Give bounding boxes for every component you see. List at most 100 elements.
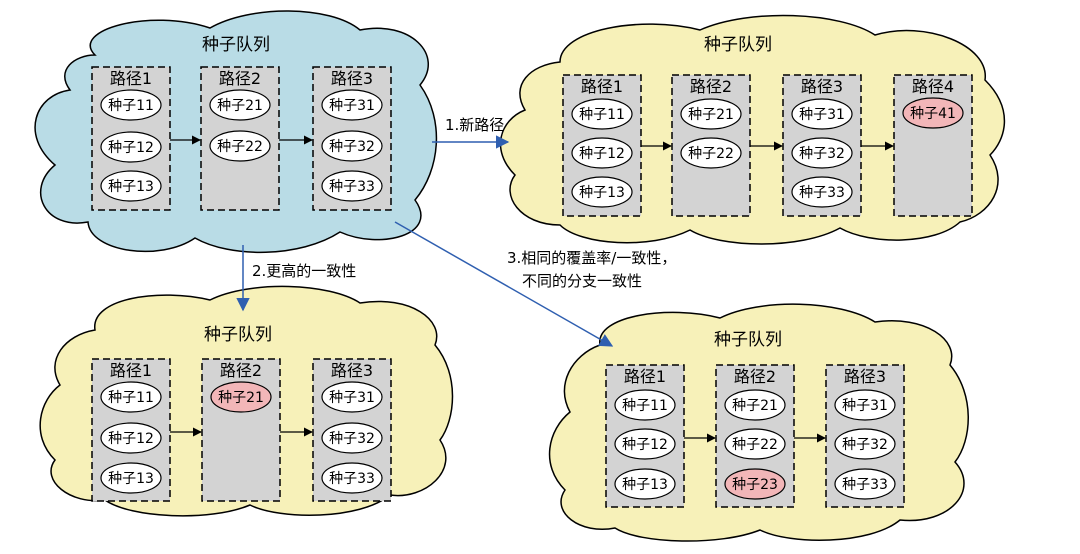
seed-label: 种子12 xyxy=(622,437,668,453)
path-box-group: 路径3 种子31 种子32 种子33 xyxy=(825,364,905,508)
seed-label: 种子22 xyxy=(688,146,734,162)
path-box-group: 路径2 种子21 种子22 xyxy=(671,74,751,217)
seed-label: 种子23 xyxy=(732,477,778,493)
path-box-group: 路径1 种子11 种子12 种子13 xyxy=(91,358,171,502)
seed-label: 种子31 xyxy=(329,390,375,406)
seed-label: 种子31 xyxy=(842,398,888,414)
path-label: 路径1 xyxy=(110,69,152,88)
seed-node xyxy=(100,131,162,163)
seed-node xyxy=(321,170,383,202)
seed-label: 种子22 xyxy=(732,437,778,453)
path-label: 路径2 xyxy=(734,367,776,386)
seed-label: 种子21 xyxy=(218,390,264,406)
seed-node xyxy=(209,130,271,162)
path-box-group: 路径3 种子31 种子32 种子33 xyxy=(312,66,392,211)
seed-node xyxy=(100,381,162,413)
seed-node xyxy=(834,389,896,421)
path-label: 路径1 xyxy=(110,361,152,380)
path-box-group: 路径3 种子31 种子32 种子33 xyxy=(782,74,862,217)
seed-label: 种子32 xyxy=(799,146,845,162)
seed-node xyxy=(100,170,162,202)
seed-node xyxy=(100,89,162,121)
seed-label: 种子11 xyxy=(108,98,154,114)
seed-node xyxy=(571,137,633,169)
seed-label: 种子33 xyxy=(329,179,375,195)
seed-node xyxy=(571,98,633,130)
path-box-group: 路径1 种子11 种子12 种子13 xyxy=(562,74,642,217)
path-label: 路径1 xyxy=(581,77,623,96)
seed-node xyxy=(321,462,383,494)
seed-node xyxy=(210,381,272,413)
path-label: 路径2 xyxy=(220,361,262,380)
seed-label: 种子32 xyxy=(329,431,375,447)
path-box-group: 路径2 种子21 xyxy=(201,358,281,502)
path-label: 路径3 xyxy=(331,69,373,88)
seed-node xyxy=(791,137,853,169)
seed-label: 种子21 xyxy=(688,107,734,123)
seed-label: 种子12 xyxy=(108,431,154,447)
seed-node xyxy=(321,130,383,162)
seed-label: 种子12 xyxy=(579,146,625,162)
seed-label: 种子11 xyxy=(622,398,668,414)
seed-node xyxy=(100,422,162,454)
path-label: 路径3 xyxy=(331,361,373,380)
seed-node xyxy=(834,468,896,500)
seed-label: 种子11 xyxy=(579,107,625,123)
seed-node xyxy=(614,468,676,500)
path-box-group: 路径4 种子41 xyxy=(893,74,973,217)
seed-label: 种子31 xyxy=(329,98,375,114)
edge-arrow-same-coverage xyxy=(394,221,614,347)
edge-label-same-coverage-line2: 不同的分支一致性 xyxy=(522,272,642,290)
seed-label: 种子21 xyxy=(217,98,263,114)
path-label: 路径1 xyxy=(624,367,666,386)
path-box-group: 路径1 种子11 种子12 种子13 xyxy=(605,364,685,508)
seed-node xyxy=(100,462,162,494)
seed-label: 种子41 xyxy=(910,106,956,122)
seed-label: 种子13 xyxy=(108,471,154,487)
seed-label: 种子12 xyxy=(108,140,154,156)
seed-label: 种子13 xyxy=(108,179,154,195)
path-box-group: 路径2 种子21 种子22 种子23 xyxy=(715,364,795,508)
cloud-title-new-path: 种子队列 xyxy=(704,35,772,55)
seed-label: 种子31 xyxy=(799,107,845,123)
seed-node xyxy=(791,176,853,208)
seed-label: 种子13 xyxy=(579,185,625,201)
cloud-title-original: 种子队列 xyxy=(202,35,270,55)
seed-node xyxy=(724,389,786,421)
seed-node xyxy=(321,89,383,121)
path-box xyxy=(893,74,973,217)
path-label: 路径2 xyxy=(219,69,261,88)
path-box-group: 路径2 种子21 种子22 xyxy=(200,66,280,211)
path-box-group: 路径3 种子31 种子32 种子33 xyxy=(312,358,392,502)
seed-node xyxy=(614,428,676,460)
path-label: 路径4 xyxy=(912,77,954,96)
path-label: 路径3 xyxy=(801,77,843,96)
seed-node xyxy=(321,422,383,454)
seed-node xyxy=(680,98,742,130)
seed-node xyxy=(724,468,786,500)
seed-node xyxy=(902,97,964,129)
seed-label: 种子32 xyxy=(329,139,375,155)
seed-label: 种子33 xyxy=(799,185,845,201)
seed-node xyxy=(791,98,853,130)
seed-node xyxy=(680,137,742,169)
seed-label: 种子11 xyxy=(108,390,154,406)
seed-label: 种子13 xyxy=(622,477,668,493)
edge-label-higher-consistency: 2.更高的一致性 xyxy=(252,262,356,280)
seed-label: 种子22 xyxy=(217,139,263,155)
path-box-group: 路径1 种子11 种子12 种子13 xyxy=(91,66,171,211)
seed-node xyxy=(724,428,786,460)
edge-label-same-coverage-line1: 3.相同的覆盖率/一致性， xyxy=(507,249,676,267)
seed-node xyxy=(209,89,271,121)
path-label: 路径2 xyxy=(690,77,732,96)
path-box xyxy=(201,358,281,502)
seed-label: 种子21 xyxy=(732,398,778,414)
cloud-title-higher-consistency: 种子队列 xyxy=(204,325,272,345)
seed-label: 种子32 xyxy=(842,437,888,453)
path-label: 路径3 xyxy=(844,367,886,386)
edge-label-new-path: 1.新路径 xyxy=(445,116,504,134)
seed-node xyxy=(614,389,676,421)
cloud-title-different-branch: 种子队列 xyxy=(714,330,782,350)
seed-node xyxy=(321,381,383,413)
